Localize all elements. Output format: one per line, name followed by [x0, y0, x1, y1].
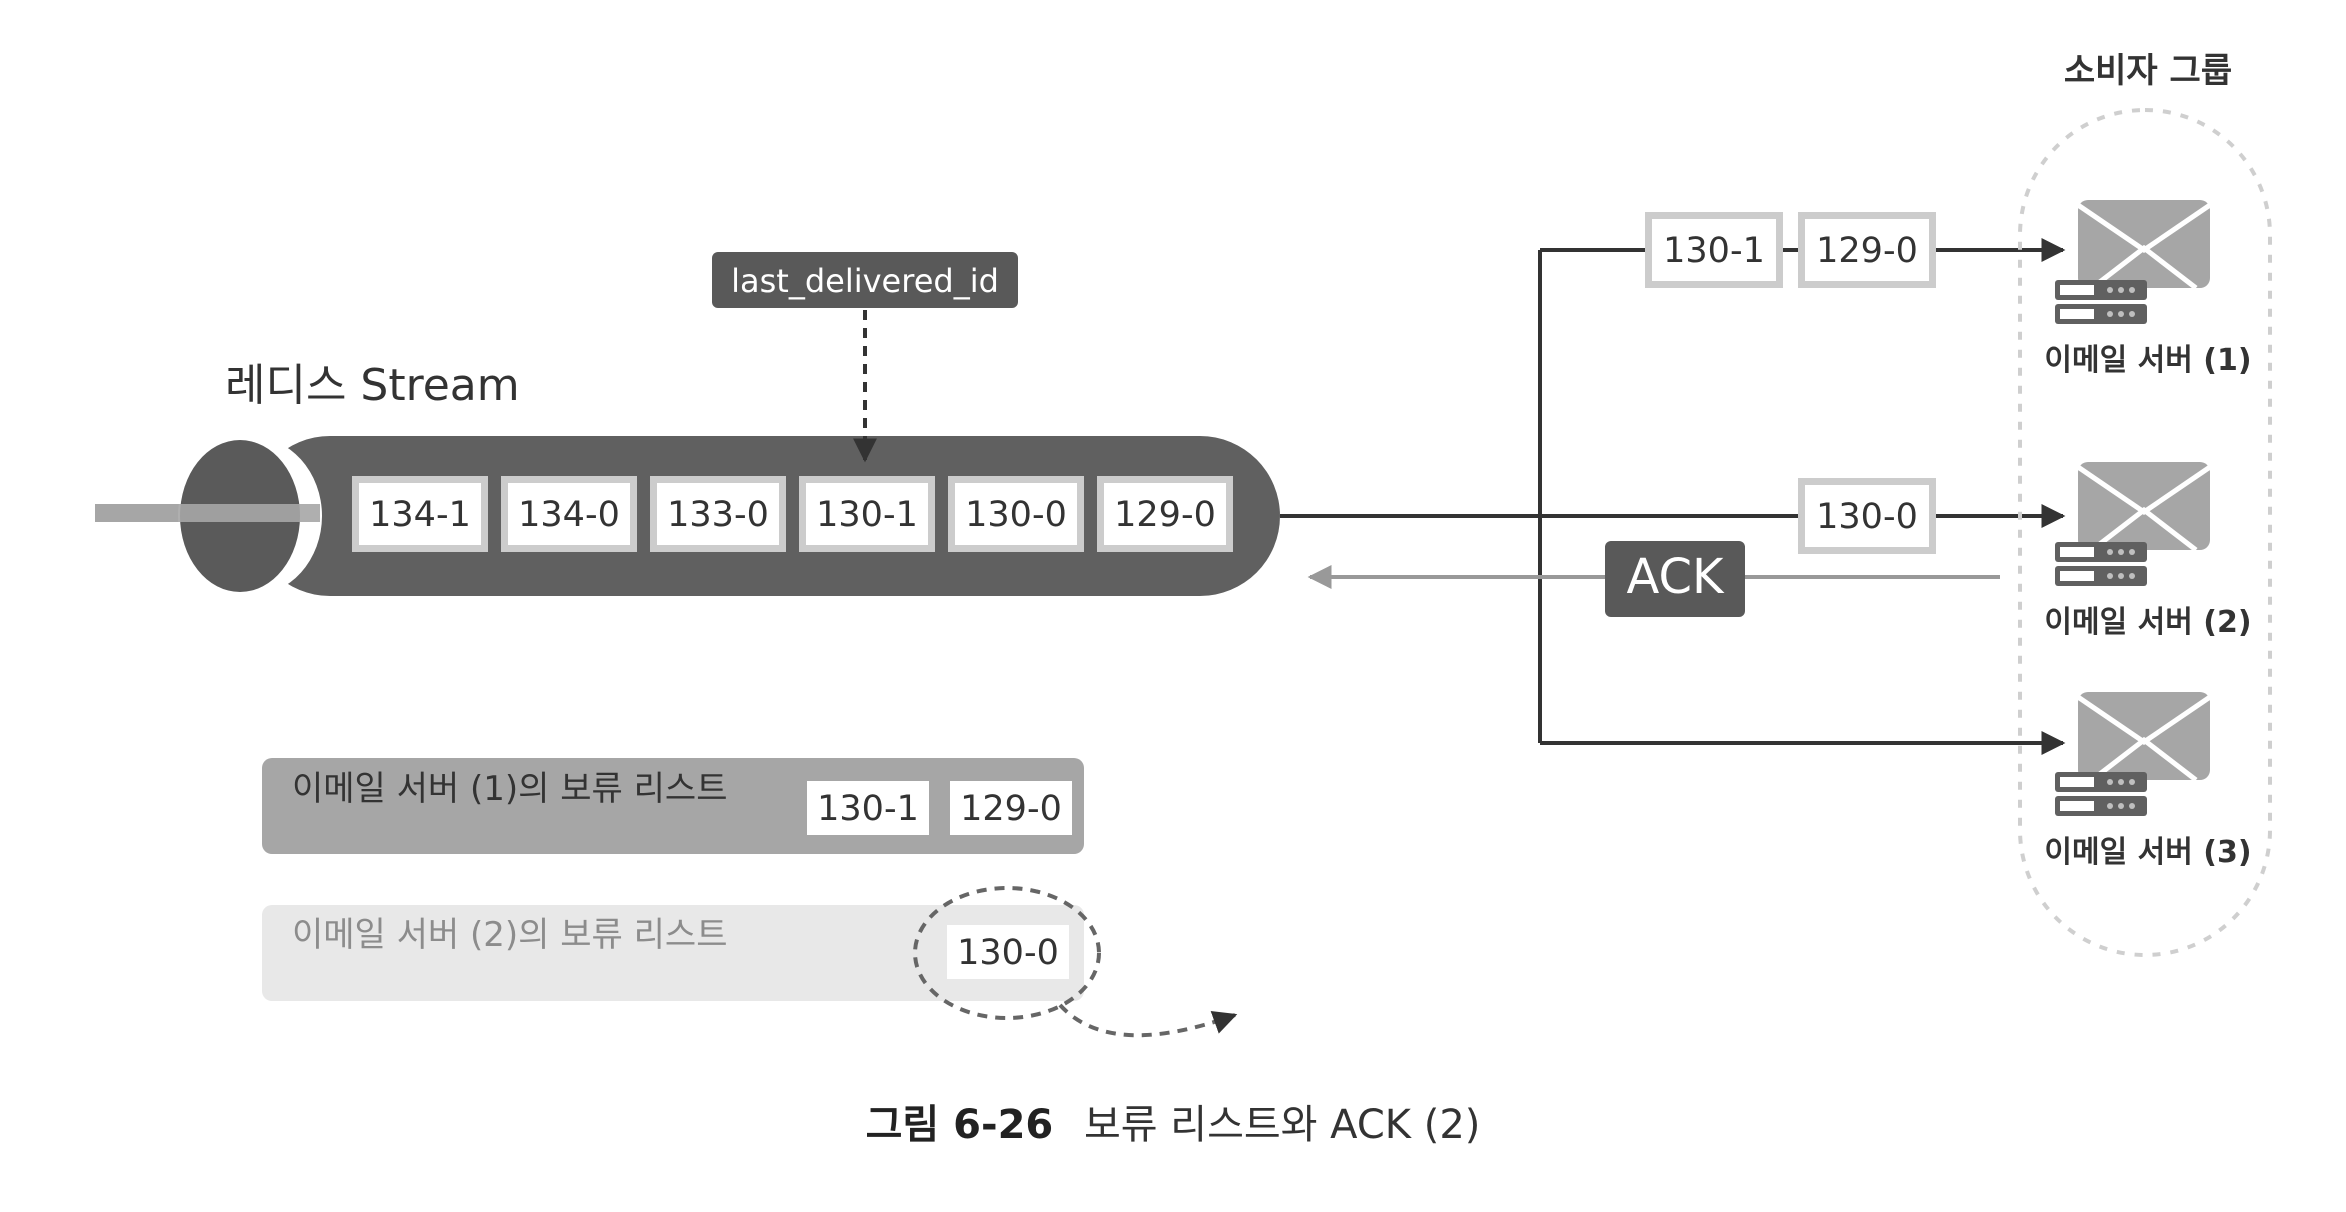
figure-caption: 그림 6-26 보류 리스트와 ACK (2)	[866, 1102, 1481, 1148]
ack-label: ACK	[1627, 549, 1726, 605]
stream-message-4: 130-0	[948, 476, 1084, 552]
stream-message-3-face	[806, 483, 928, 545]
consumer-servers: 이메일 서버 (1) 이메일 서버 (2) 이메일 서버 (3)	[2044, 200, 2252, 870]
stream-message-4-face	[955, 483, 1077, 545]
pending-list-1-items: 130-1 129-0	[800, 774, 1079, 842]
stream-message-2-face	[657, 483, 779, 545]
pending-list-2-items: 130-0	[940, 918, 1076, 986]
email-server-2-label: 이메일 서버 (2)	[2044, 605, 2251, 640]
pending-2-item-0: 130-0	[940, 918, 1076, 986]
stream-message-1-label: 134-0	[518, 495, 620, 535]
in-flight-messages: 130-1 129-0 130-0	[1645, 212, 1936, 554]
email-server-3-label: 이메일 서버 (3)	[2044, 835, 2251, 870]
stream-message-1: 134-0	[501, 476, 637, 552]
stream-message-2: 133-0	[650, 476, 786, 552]
stream-message-0: 134-1	[352, 476, 488, 552]
stream-message-0-face	[359, 483, 481, 545]
server-rack-icon	[2055, 542, 2147, 586]
stream-message-5-label: 129-0	[1114, 495, 1216, 535]
server-rack-icon	[2055, 280, 2147, 324]
email-server-1-label: 이메일 서버 (1)	[2044, 343, 2251, 378]
stream-message-3-label: 130-1	[816, 495, 918, 535]
figure-title: 보류 리스트와 ACK (2)	[1084, 1102, 1480, 1148]
server-1-inflight-0: 130-1	[1645, 212, 1783, 288]
pending-1-item-1: 129-0	[943, 774, 1079, 842]
email-server-3: 이메일 서버 (3)	[2044, 692, 2252, 870]
stream-message-4-label: 130-0	[965, 495, 1067, 535]
stream-input-bar-front	[95, 504, 320, 522]
stream-message-3: 130-1	[799, 476, 935, 552]
pending-2-item-0-face	[947, 925, 1069, 979]
envelope-icon	[2076, 200, 2212, 290]
ack-arrow: ACK	[1307, 541, 2000, 617]
server-1-inflight-1-face	[1805, 219, 1929, 281]
last-delivered-pointer: last_delivered_id	[712, 252, 1018, 463]
server-2-inflight-0-label: 130-0	[1816, 497, 1918, 537]
pending-list-2-label: 이메일 서버 (2)의 보류 리스트	[292, 915, 727, 955]
envelope-icon	[2076, 692, 2212, 782]
pending-2-item-0-label: 130-0	[957, 933, 1059, 973]
stream-messages: 134-1 134-0 133-0 130-1 130-0 129-0	[352, 476, 1233, 552]
consumer-group-outline	[2018, 108, 2272, 957]
server-1-inflight-1-label: 129-0	[1816, 231, 1918, 271]
pending-1-item-1-face	[950, 781, 1072, 835]
server-2-inflight-0-face	[1805, 485, 1929, 547]
pending-1-item-1-label: 129-0	[960, 789, 1062, 829]
server-1-inflight-0-face	[1652, 219, 1776, 281]
email-server-2: 이메일 서버 (2)	[2044, 462, 2252, 640]
pending-1-item-0-face	[807, 781, 929, 835]
stream-message-2-label: 133-0	[667, 495, 769, 535]
server-1-inflight-0-label: 130-1	[1663, 231, 1765, 271]
server-rack-icon	[2055, 772, 2147, 816]
removed-item-highlight	[913, 886, 1238, 1038]
server-1-inflight-1: 129-0	[1798, 212, 1936, 288]
pending-1-item-0-label: 130-1	[817, 789, 919, 829]
email-server-1: 이메일 서버 (1)	[2044, 200, 2252, 378]
stream-message-0-label: 134-1	[369, 495, 471, 535]
figure-number: 그림 6-26	[866, 1102, 1054, 1148]
pending-list-2: 이메일 서버 (2)의 보류 리스트	[262, 905, 1084, 1001]
last-delivered-id-label: last_delivered_id	[731, 262, 999, 300]
server-2-inflight-0: 130-0	[1798, 478, 1936, 554]
pending-list-1-label: 이메일 서버 (1)의 보류 리스트	[292, 769, 727, 809]
consumer-group-title: 소비자 그룹	[2064, 51, 2232, 91]
stream-message-5: 129-0	[1097, 476, 1233, 552]
ack-badge	[1605, 541, 1745, 617]
distribution-arrows	[1280, 238, 2066, 755]
stream-message-1-face	[508, 483, 630, 545]
stream-message-5-face	[1104, 483, 1226, 545]
envelope-icon	[2076, 462, 2212, 552]
stream-title: 레디스 Stream	[225, 360, 520, 411]
pending-1-item-0: 130-1	[800, 774, 936, 842]
